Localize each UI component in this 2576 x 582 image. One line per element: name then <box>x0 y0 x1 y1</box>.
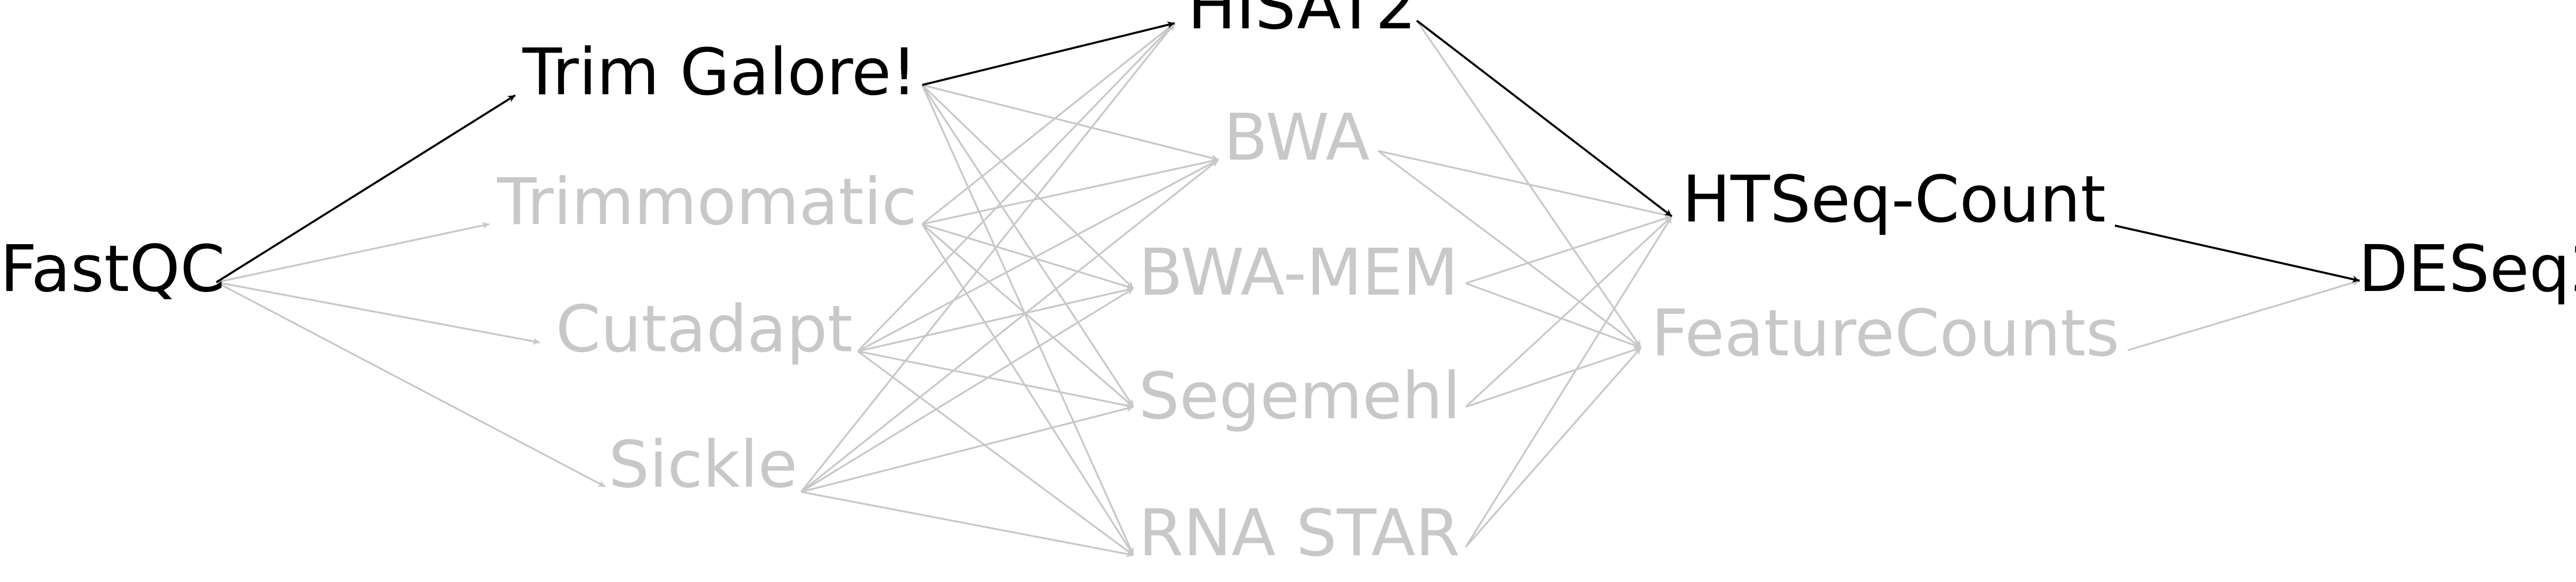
edge-fastqc-to-trimmomatic <box>216 222 490 283</box>
edge-sickle-to-rnastar <box>801 491 1134 558</box>
node-trimmomatic: Trimmomatic <box>497 165 917 239</box>
node-trimgalore: Trim Galore! <box>522 35 917 110</box>
edge-sickle-to-hisat2 <box>800 22 1176 493</box>
edge-bwamem-to-htseq <box>1465 215 1672 284</box>
edge-trimmomatic-to-hisat2 <box>921 22 1176 225</box>
edge-rnastar-to-featurecounts <box>1465 347 1642 548</box>
edge-rnastar-to-htseq <box>1465 216 1673 547</box>
edge-trimgalore-to-segemehl <box>921 84 1134 407</box>
node-bwa: BWA <box>1224 100 1370 175</box>
node-rnastar: RNA STAR <box>1139 496 1460 571</box>
edge-trimmomatic-to-segemehl <box>921 223 1134 408</box>
edge-cutadapt-to-hisat2 <box>857 22 1176 352</box>
edge-sickle-to-bwa <box>800 159 1219 493</box>
edge-trimmomatic-to-bwamem <box>922 223 1134 290</box>
edge-trimgalore-to-rnastar <box>921 84 1134 556</box>
edge-bwa-to-htseq <box>1378 150 1672 218</box>
node-htseq: HTSeq-Count <box>1682 162 2106 237</box>
edge-trimmomatic-to-bwa <box>922 158 1219 225</box>
node-cutadapt: Cutadapt <box>556 292 853 367</box>
edge-trimgalore-to-hisat2 <box>922 21 1175 86</box>
edge-fastqc-to-cutadapt <box>216 281 540 345</box>
edge-cutadapt-to-rnastar <box>857 350 1134 556</box>
edge-bwamem-to-featurecounts <box>1465 282 1641 349</box>
node-hisat2: HISAT2 <box>1188 0 1416 44</box>
node-deseq2: DESeq2 <box>2359 232 2576 306</box>
edge-cutadapt-to-segemehl <box>857 350 1134 409</box>
edge-segemehl-to-htseq <box>1465 215 1673 408</box>
node-featurecounts: FeatureCounts <box>1651 296 2120 371</box>
edge-sickle-to-bwamem <box>801 287 1134 493</box>
edge-sickle-to-segemehl <box>801 405 1134 493</box>
edge-cutadapt-to-bwamem <box>857 286 1134 352</box>
node-sickle: Sickle <box>608 427 798 502</box>
edge-cutadapt-to-bwa <box>857 159 1219 352</box>
edge-hisat2-to-htseq <box>1416 20 1673 217</box>
edge-bwa-to-featurecounts <box>1377 150 1642 349</box>
edge-trimgalore-to-bwa <box>922 84 1219 162</box>
node-fastqc: FastQC <box>0 232 225 306</box>
edge-fastqc-to-trimgalore <box>215 94 516 283</box>
edge-fastqc-to-sickle <box>216 281 606 488</box>
edge-featurecounts-to-deseq2 <box>2127 279 2360 351</box>
edge-htseq-to-deseq2 <box>2114 225 2360 283</box>
edge-trimmomatic-to-rnastar <box>921 224 1134 556</box>
node-segemehl: Segemehl <box>1139 359 1461 434</box>
edge-segemehl-to-featurecounts <box>1465 346 1641 408</box>
node-bwamem: BWA-MEM <box>1139 235 1459 310</box>
edges-layer <box>215 20 2360 558</box>
